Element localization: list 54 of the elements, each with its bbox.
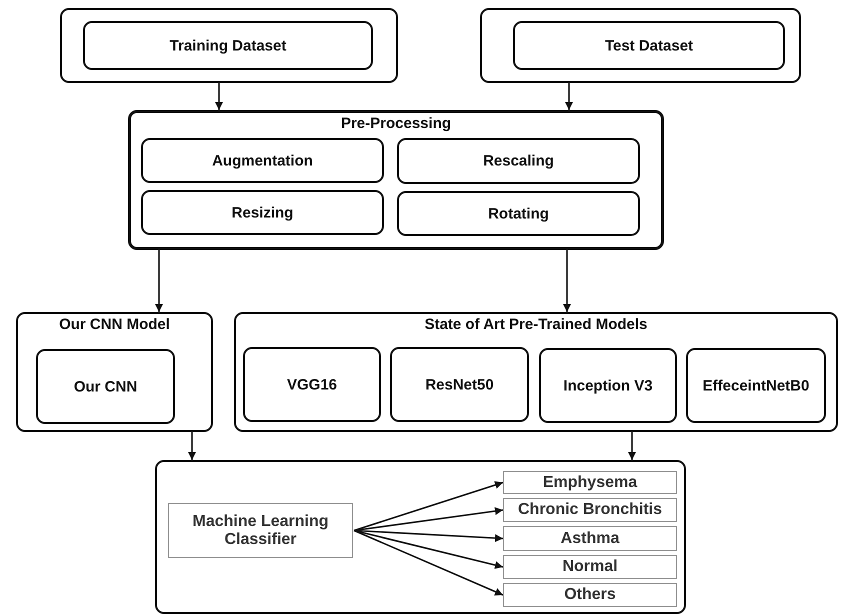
label-box (168, 503, 353, 558)
arrow (215, 83, 223, 110)
node-label: Rescaling (482, 152, 555, 170)
node-label: Others (563, 586, 617, 604)
node-label: Asthma (560, 530, 620, 548)
node-label: Normal (561, 558, 619, 576)
node-label: Emphysema (542, 474, 638, 492)
node-label: Test Dataset (604, 37, 694, 54)
arrow (563, 250, 571, 312)
process-box (141, 138, 384, 183)
node-label: Augmentation (211, 152, 314, 169)
node-label: VGG16 (286, 376, 338, 393)
node-label: Our CNN (72, 378, 138, 395)
arrow (354, 481, 504, 532)
node-label: Machine Learning Classifier (191, 512, 330, 548)
process-box (243, 347, 381, 422)
arrow (354, 507, 504, 532)
label-box (503, 526, 677, 551)
arrow (565, 83, 573, 110)
node-label: Chronic Bronchitis (516, 501, 663, 519)
arrow (354, 530, 504, 542)
node-label: EffeceintNetB0 (702, 377, 810, 394)
group-title: Pre-Processing (340, 115, 452, 132)
process-box (539, 348, 677, 423)
process-box (686, 348, 826, 423)
arrow (155, 250, 163, 312)
process-box (36, 349, 175, 424)
arrow (188, 432, 196, 460)
container-box (60, 8, 398, 83)
process-box (397, 191, 640, 236)
node-label: ResNet50 (424, 376, 495, 393)
arrow (628, 432, 636, 460)
arrow (354, 530, 504, 596)
node-label: Resizing (230, 204, 294, 221)
container-box (480, 8, 801, 83)
node-label: Training Dataset (168, 37, 288, 54)
label-box (503, 471, 677, 494)
process-box (513, 21, 785, 70)
label-box (503, 583, 677, 607)
process-box (397, 138, 640, 184)
process-box (141, 190, 384, 235)
node-label: Rotating (487, 205, 550, 222)
arrow (354, 530, 504, 569)
group-box (128, 110, 664, 250)
group-box (16, 312, 213, 432)
group-box (234, 312, 838, 432)
container-box (155, 460, 686, 614)
group-title: Our CNN Model (58, 316, 171, 333)
node-label: Inception V3 (562, 377, 654, 394)
group-title: State of Art Pre-Trained Models (424, 316, 648, 333)
label-box (503, 555, 677, 579)
process-box (83, 21, 373, 70)
label-box (503, 498, 677, 522)
process-box (390, 347, 529, 422)
